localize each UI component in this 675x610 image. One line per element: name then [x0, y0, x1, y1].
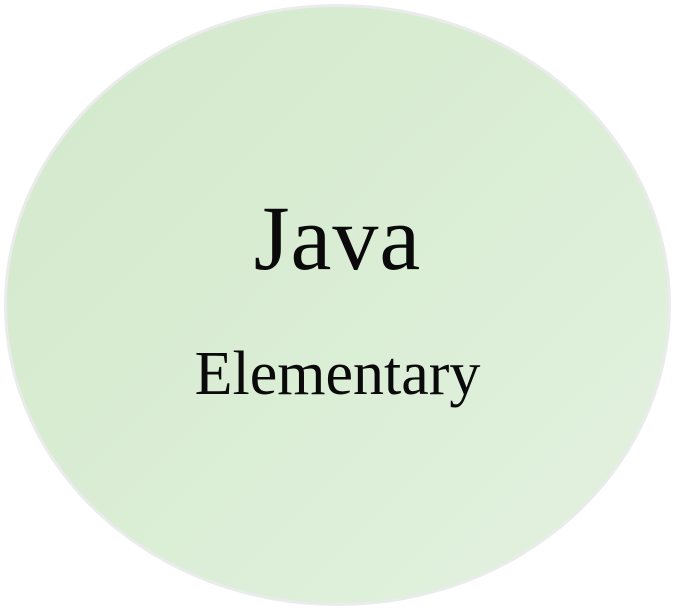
- level-badge-circle: [4, 4, 671, 606]
- badge-title: Java: [253, 187, 422, 289]
- badge-subtitle: Elementary: [194, 340, 481, 408]
